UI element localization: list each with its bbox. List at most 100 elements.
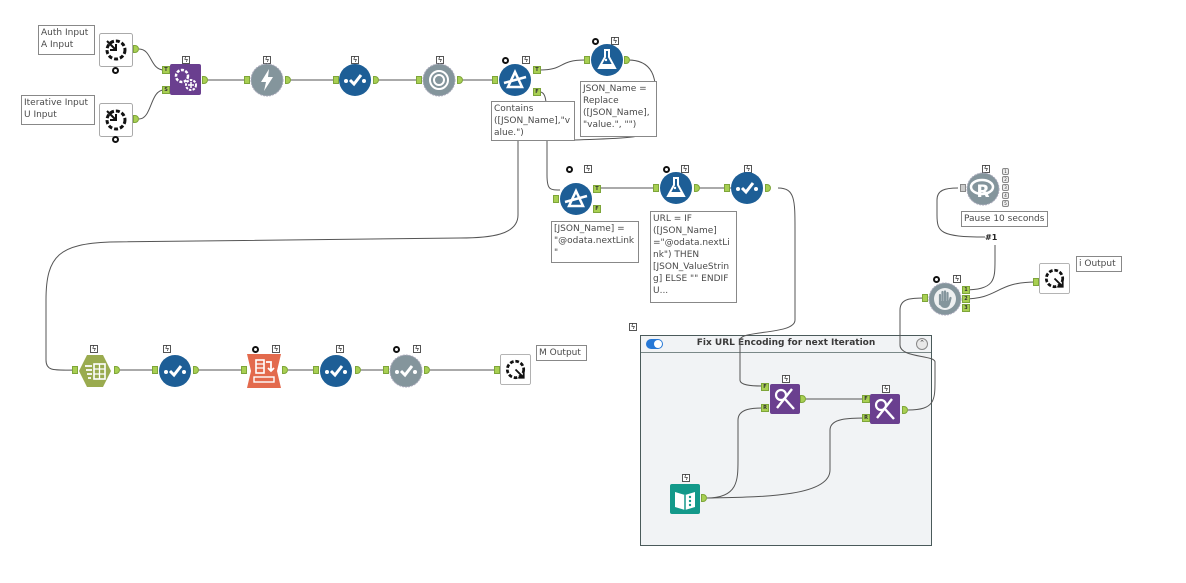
bolt-icon: ϟ bbox=[263, 56, 271, 64]
auto-field-tool[interactable] bbox=[389, 354, 423, 388]
input-anchor-find[interactable]: F bbox=[862, 395, 870, 403]
input-anchor[interactable] bbox=[1033, 278, 1039, 286]
output-anchor[interactable] bbox=[114, 366, 120, 374]
container-collapse-button[interactable]: ⌃ bbox=[916, 338, 928, 350]
input-anchor[interactable] bbox=[383, 366, 389, 374]
macro-output-icon bbox=[1039, 263, 1070, 294]
input-anchor[interactable] bbox=[553, 195, 559, 203]
text-input-book-icon bbox=[670, 484, 700, 514]
output-anchor-false[interactable]: F bbox=[593, 205, 601, 213]
bolt-icon: ϟ bbox=[584, 165, 592, 173]
bolt-icon: ϟ bbox=[611, 37, 619, 45]
output-anchor[interactable] bbox=[902, 406, 908, 414]
input-anchor[interactable] bbox=[494, 366, 500, 374]
output-anchor[interactable] bbox=[133, 45, 139, 53]
input-anchor[interactable] bbox=[922, 294, 928, 302]
input-anchor[interactable] bbox=[492, 76, 498, 84]
input-anchor[interactable] bbox=[313, 366, 319, 374]
filter-tool-1[interactable] bbox=[498, 63, 532, 97]
output-anchor[interactable] bbox=[701, 494, 707, 502]
output-anchor-1[interactable]: 1 bbox=[962, 286, 970, 294]
input-anchor[interactable] bbox=[244, 76, 250, 84]
text-input-tool[interactable] bbox=[670, 484, 700, 514]
wire-label: #1 bbox=[985, 233, 998, 242]
output-anchor[interactable] bbox=[694, 184, 700, 192]
output-anchor[interactable] bbox=[624, 56, 630, 64]
append-fields-tool[interactable] bbox=[170, 64, 201, 95]
output-anchor[interactable] bbox=[800, 395, 806, 403]
select-tool-4[interactable] bbox=[319, 354, 353, 388]
input-anchor[interactable] bbox=[724, 184, 730, 192]
input-anchor[interactable] bbox=[653, 184, 659, 192]
macro-output-tool-m[interactable] bbox=[500, 354, 531, 385]
macro-input-tool-iterative[interactable] bbox=[99, 103, 133, 137]
formula-tool-1[interactable] bbox=[590, 43, 624, 77]
container-header[interactable]: Fix URL Encoding for next Iteration ⌃ bbox=[641, 336, 931, 353]
json-parse-tool[interactable] bbox=[422, 63, 456, 97]
output-anchor-true[interactable]: T bbox=[593, 185, 601, 193]
input-anchor-t[interactable]: T bbox=[162, 66, 170, 74]
output-anchor[interactable] bbox=[457, 76, 463, 84]
output-anchor[interactable] bbox=[373, 76, 379, 84]
flask-icon bbox=[660, 172, 692, 204]
macro-input-icon bbox=[99, 33, 133, 67]
download-tool[interactable] bbox=[250, 63, 284, 97]
input-anchor-s[interactable]: S bbox=[162, 86, 170, 94]
r-tool[interactable]: R bbox=[966, 172, 1000, 206]
annotation-filter-2: [JSON_Name] = "@odata.nextLink " bbox=[551, 221, 639, 263]
output-anchor-3[interactable]: 3 bbox=[962, 304, 970, 312]
output-anchor-false[interactable]: F bbox=[533, 88, 541, 96]
find-replace-icon bbox=[870, 394, 900, 424]
output-anchor-2[interactable]: 2 bbox=[962, 295, 970, 303]
input-anchor-replace[interactable]: R bbox=[761, 404, 769, 412]
cross-tab-tool[interactable] bbox=[78, 354, 112, 388]
input-anchor[interactable] bbox=[241, 366, 247, 374]
output-anchor[interactable] bbox=[355, 366, 361, 374]
filter-tool-2[interactable] bbox=[559, 182, 593, 216]
input-anchor-replace[interactable]: R bbox=[862, 414, 870, 422]
block-until-done-tool[interactable] bbox=[928, 282, 962, 316]
tool-container[interactable]: Fix URL Encoding for next Iteration ⌃ bbox=[640, 335, 932, 546]
output-anchor[interactable] bbox=[285, 76, 291, 84]
wire bbox=[539, 59, 586, 71]
output-anchor-3[interactable]: 3 bbox=[1002, 184, 1009, 191]
find-replace-tool-2[interactable] bbox=[870, 394, 900, 424]
input-anchor[interactable] bbox=[333, 76, 339, 84]
cache-icon bbox=[566, 166, 573, 173]
select-tool-2[interactable] bbox=[730, 171, 764, 205]
output-anchor-true[interactable]: T bbox=[533, 66, 541, 74]
output-anchor-2[interactable]: 2 bbox=[1002, 176, 1009, 183]
select-tool-1[interactable] bbox=[338, 63, 372, 97]
input-anchor[interactable] bbox=[960, 184, 966, 192]
input-anchor[interactable] bbox=[584, 56, 590, 64]
output-anchor-1[interactable]: 1 bbox=[1002, 168, 1009, 175]
dynamic-rename-tool[interactable] bbox=[247, 354, 281, 388]
bolt-icon: ϟ bbox=[413, 345, 421, 353]
container-enable-toggle[interactable] bbox=[646, 339, 663, 349]
input-anchor-find[interactable]: F bbox=[761, 383, 769, 391]
output-anchor[interactable] bbox=[133, 115, 139, 123]
output-anchor[interactable] bbox=[202, 76, 208, 84]
output-anchor-5[interactable]: 5 bbox=[1002, 200, 1009, 207]
macro-input-tool-auth[interactable] bbox=[99, 33, 133, 67]
output-anchor[interactable] bbox=[765, 184, 771, 192]
input-anchor[interactable] bbox=[416, 76, 422, 84]
cache-icon bbox=[663, 166, 670, 173]
output-anchor-4[interactable]: 4 bbox=[1002, 192, 1009, 199]
output-anchor[interactable] bbox=[282, 366, 288, 374]
input-anchor[interactable] bbox=[152, 366, 158, 374]
bolt-icon: ϟ bbox=[90, 345, 98, 353]
output-anchor[interactable] bbox=[424, 366, 430, 374]
lightning-icon bbox=[250, 63, 284, 97]
annotation-iterative-input: Iterative Input U Input bbox=[21, 95, 95, 125]
output-anchor[interactable] bbox=[193, 366, 199, 374]
macro-output-tool-i[interactable] bbox=[1039, 263, 1070, 294]
input-anchor[interactable] bbox=[72, 366, 78, 374]
find-replace-tool-1[interactable] bbox=[770, 384, 800, 414]
bolt-icon: ϟ bbox=[163, 345, 171, 353]
formula-tool-2[interactable] bbox=[659, 171, 693, 205]
annotation-auth-input: Auth Input A Input bbox=[38, 25, 95, 55]
container-title: Fix URL Encoding for next Iteration bbox=[696, 338, 876, 348]
select-tool-3[interactable] bbox=[158, 354, 192, 388]
